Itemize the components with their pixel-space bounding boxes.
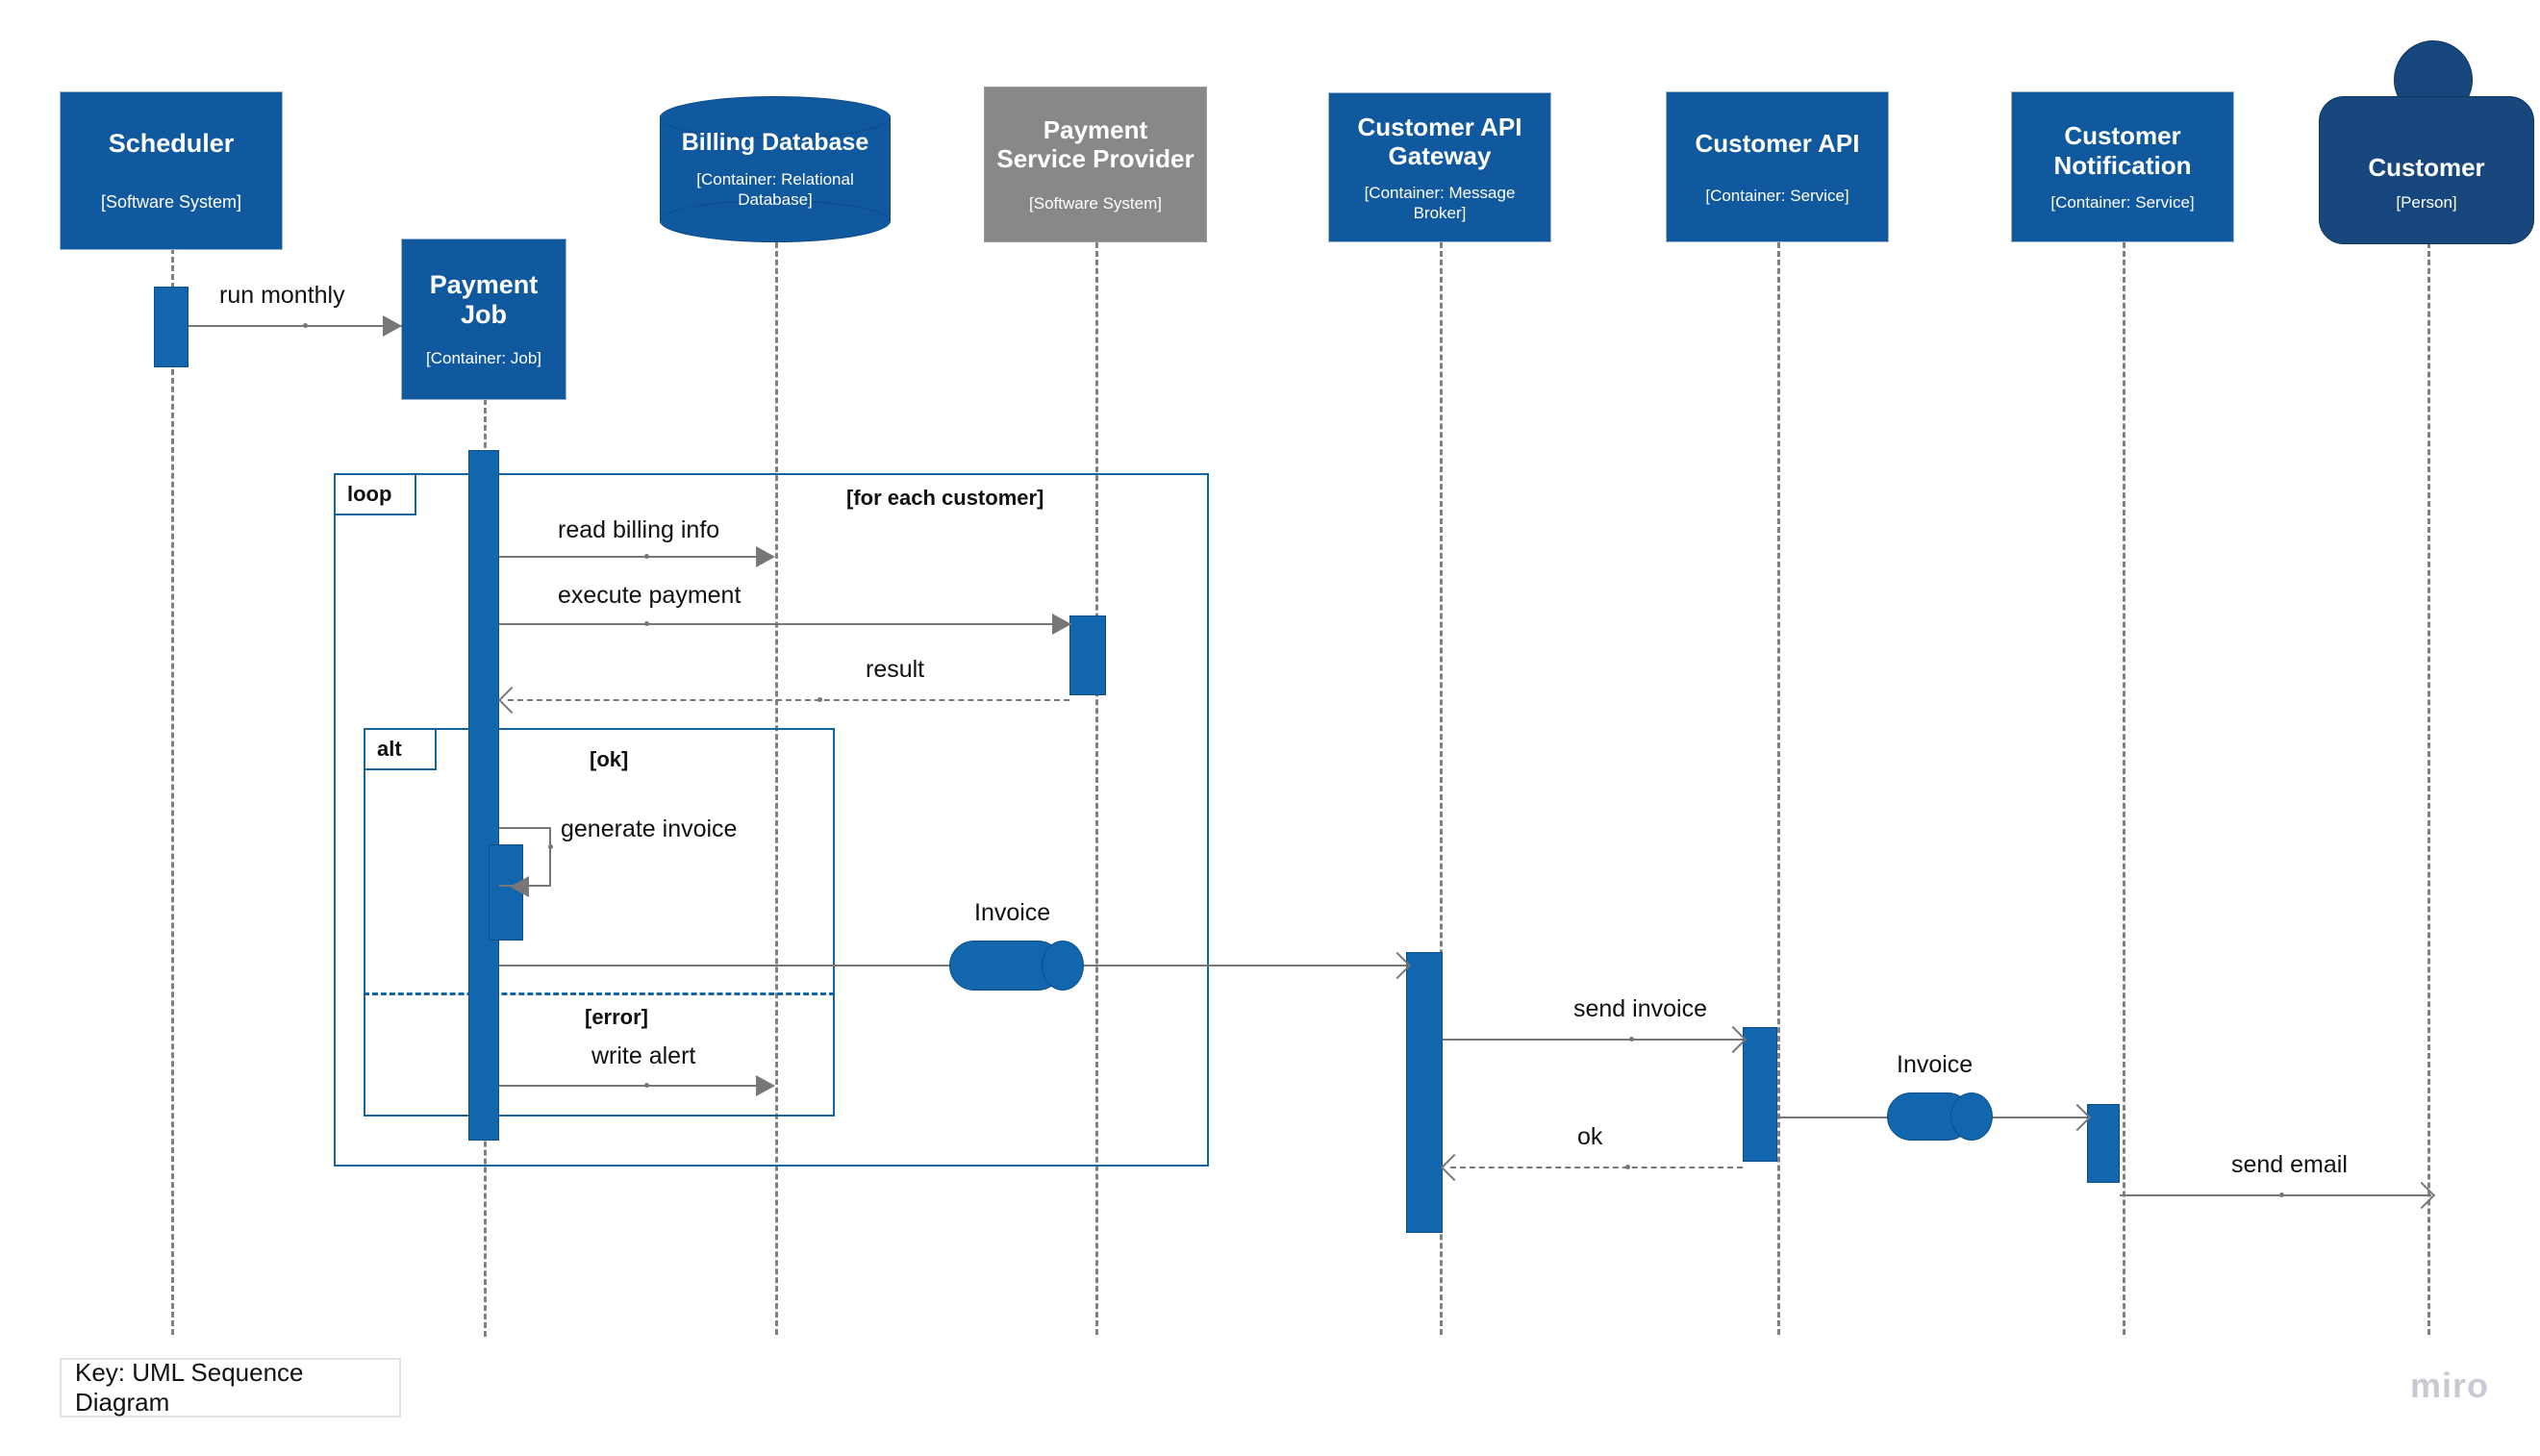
activation-api-gateway: [1406, 952, 1443, 1233]
message-write-alert-line: [499, 1085, 768, 1087]
message-execute-payment-label: execute payment: [558, 582, 742, 609]
message-send-email-arrowhead: [2407, 1181, 2436, 1210]
message-execute-payment-line: [499, 623, 1071, 625]
participant-customer-api-stereotype: [Container: Service]: [1705, 186, 1849, 205]
activation-customer-api: [1743, 1027, 1777, 1162]
participant-scheduler-stereotype: [Software System]: [100, 191, 242, 212]
database-cylinder-bottom: [660, 200, 891, 242]
fragment-loop-label: loop: [347, 482, 392, 506]
fragment-alt[interactable]: [364, 728, 835, 1117]
lifeline-api-gateway: [1440, 242, 1443, 1335]
participant-scheduler[interactable]: Scheduler [Software System]: [60, 91, 283, 250]
message-result-label: result: [866, 656, 925, 683]
participant-customer-notification[interactable]: Customer Notification [Container: Servic…: [2011, 91, 2234, 242]
message-send-invoice-label: send invoice: [1573, 995, 1707, 1022]
message-run-monthly-arrowhead: [383, 315, 402, 337]
message-run-monthly-label: run monthly: [219, 282, 345, 309]
participant-customer-title: Customer: [2368, 153, 2485, 183]
artifact-cap-shape-2: [1950, 1092, 1993, 1141]
miro-watermark: miro: [2410, 1366, 2490, 1405]
key-label: Key: UML Sequence Diagram: [75, 1358, 304, 1417]
participant-psp-stereotype: [Software System]: [1029, 194, 1162, 213]
participant-notification-stereotype: [Container: Service]: [2050, 192, 2195, 212]
message-read-billing-info-label: read billing info: [558, 516, 720, 543]
message-run-monthly-dot: [303, 323, 308, 328]
participant-psp-title-line2: Service Provider: [996, 144, 1195, 174]
participant-customer-api[interactable]: Customer API [Container: Service]: [1666, 91, 1889, 242]
lifeline-psp: [1095, 242, 1098, 1335]
participant-notification-title-line1: Customer: [2064, 121, 2181, 151]
message-send-email-label: send email: [2231, 1151, 2348, 1178]
participant-notification-title-line2: Notification: [2053, 150, 2192, 180]
fragment-alt-guard-error: [error]: [585, 1005, 649, 1029]
message-read-billing-info-arrowhead: [756, 546, 775, 567]
participant-payment-job-title-line2: Job: [460, 300, 507, 330]
participant-gateway-stereotype-line2: Broker]: [1413, 203, 1467, 222]
message-invoice-1-artifact[interactable]: [949, 941, 1084, 991]
fragment-loop-guard: [for each customer]: [846, 486, 1044, 510]
activation-payment-job: [468, 450, 499, 1141]
participant-customer[interactable]: Customer [Person]: [2319, 40, 2540, 244]
key-box: Key: UML Sequence Diagram: [60, 1358, 401, 1418]
message-invoice-2-label: Invoice: [1897, 1051, 1974, 1078]
fragment-alt-label: alt: [377, 737, 402, 761]
message-send-email-dot: [2279, 1192, 2284, 1197]
message-generate-invoice-label: generate invoice: [561, 816, 738, 842]
participant-payment-job[interactable]: Payment Job [Container: Job]: [401, 238, 566, 400]
participant-payment-job-stereotype: [Container: Job]: [425, 349, 541, 368]
participant-gateway-title-line2: Gateway: [1388, 140, 1492, 170]
fragment-alt-divider: [364, 992, 835, 995]
activation-psp: [1069, 615, 1106, 695]
activation-scheduler: [154, 287, 189, 367]
lifeline-scheduler: [171, 248, 174, 1335]
message-send-invoice-dot: [1629, 1037, 1634, 1042]
message-send-invoice-line: [1443, 1039, 1743, 1041]
message-ok-dot: [1625, 1165, 1630, 1169]
participant-customer-stereotype: [Person]: [2396, 193, 2457, 213]
message-run-monthly-line: [189, 325, 402, 327]
message-execute-payment-arrowhead: [1052, 614, 1071, 635]
database-cylinder-top: [660, 96, 891, 138]
participant-billing-database-stereotype-line1: [Container: Relational: [696, 170, 854, 189]
fragment-alt-guard-ok: [ok]: [590, 747, 629, 771]
participant-payment-job-title-line1: Payment: [429, 269, 539, 299]
fragment-loop-tab: loop: [334, 473, 416, 515]
activation-notification: [2087, 1104, 2120, 1183]
message-execute-payment-dot: [644, 621, 649, 626]
fragment-alt-tab: alt: [364, 728, 437, 770]
lifeline-customer-api: [1777, 242, 1780, 1335]
message-write-alert-arrowhead: [756, 1075, 775, 1096]
message-send-email-line: [2120, 1194, 2431, 1196]
lifeline-customer: [2427, 242, 2430, 1335]
participant-gateway-title-line1: Customer API: [1357, 112, 1522, 141]
participant-scheduler-title: Scheduler: [108, 129, 235, 159]
message-result-line: [508, 699, 1069, 701]
participant-customer-api-gateway[interactable]: Customer API Gateway [Container: Message…: [1328, 92, 1551, 242]
message-write-alert-label: write alert: [591, 1042, 696, 1069]
participant-payment-service-provider[interactable]: Payment Service Provider [Software Syste…: [984, 87, 1207, 242]
participant-customer-api-title: Customer API: [1695, 128, 1860, 158]
message-ok-line: [1450, 1167, 1743, 1168]
participant-billing-database-title: Billing Database: [681, 129, 869, 157]
participant-billing-database[interactable]: Billing Database [Container: Relational …: [660, 96, 891, 242]
message-invoice-1-label: Invoice: [974, 899, 1051, 926]
message-read-billing-info-dot: [644, 554, 649, 559]
artifact-cap-shape: [1042, 941, 1084, 991]
message-write-alert-dot: [644, 1083, 649, 1088]
lifeline-billing-db: [775, 242, 778, 1335]
lifeline-notification: [2123, 242, 2125, 1335]
message-invoice-2-artifact[interactable]: [1887, 1092, 1993, 1141]
participant-billing-database-stereotype-line2: Database]: [738, 190, 813, 209]
message-generate-invoice-arrowhead: [510, 876, 529, 897]
message-generate-invoice-dot: [548, 844, 553, 849]
person-body-shape: Customer [Person]: [2319, 96, 2534, 244]
fragment-loop[interactable]: [334, 473, 1209, 1167]
participant-gateway-stereotype-line1: [Container: Message: [1364, 183, 1516, 202]
message-result-dot: [817, 697, 822, 702]
message-ok-arrowhead: [1440, 1153, 1469, 1182]
message-ok-label: ok: [1577, 1123, 1603, 1150]
participant-psp-title-line1: Payment: [1043, 114, 1148, 144]
message-read-billing-info-line: [499, 556, 768, 558]
